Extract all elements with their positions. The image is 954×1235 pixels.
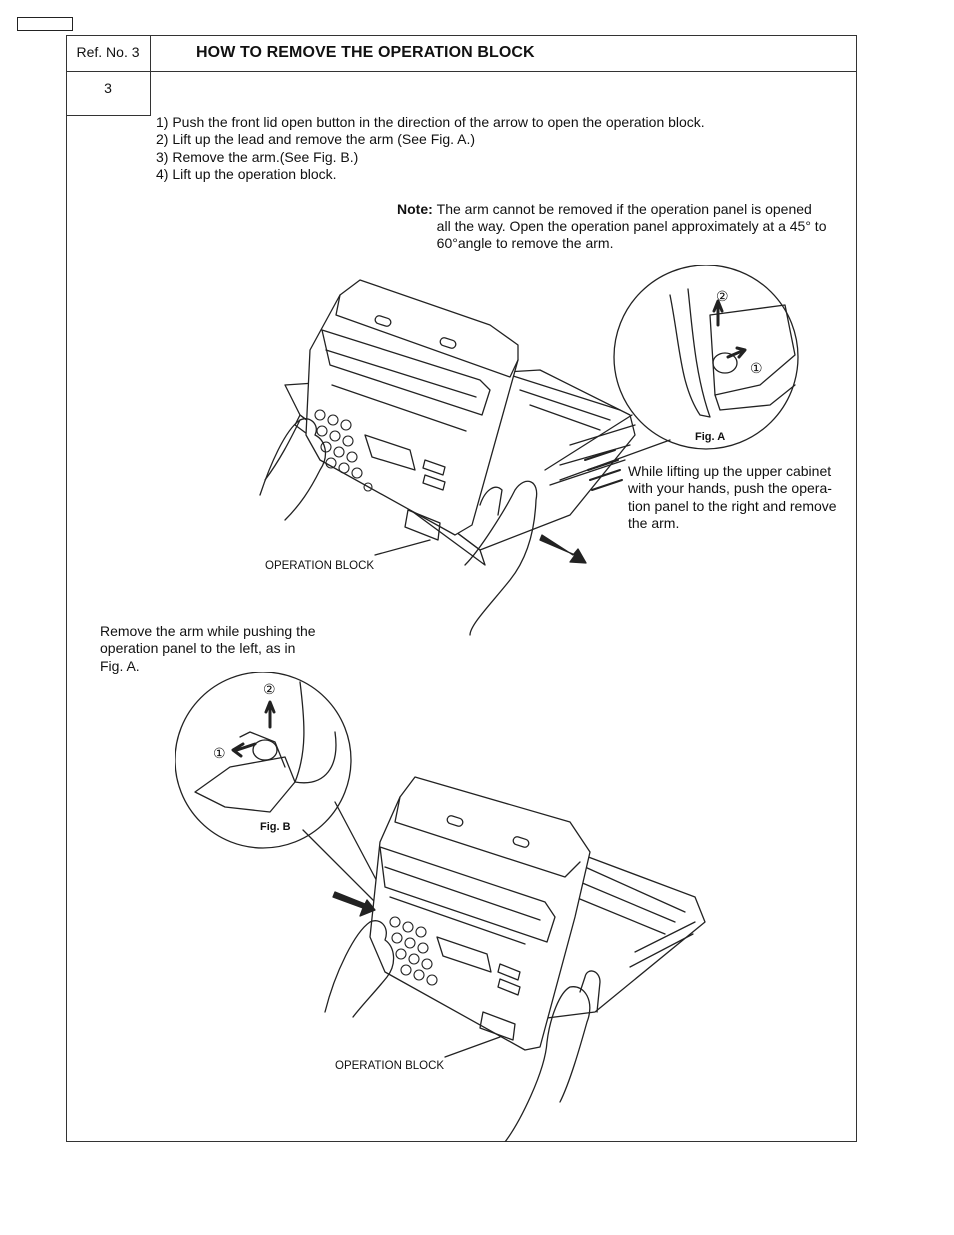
figure-b-illustration: ② ① Fig. B OPERATION BLOCK [175, 672, 706, 1142]
ref-number: 3 [104, 80, 112, 96]
operation-block-label: OPERATION BLOCK [335, 1060, 444, 1072]
fig-a-label: Fig. A [695, 431, 725, 443]
page-title: HOW TO REMOVE THE OPERATION BLOCK [196, 44, 535, 61]
header-divider [66, 71, 857, 72]
fig-b-label: Fig. B [260, 821, 291, 833]
steps-list: 1) Push the front lid open button in the… [156, 114, 705, 183]
note-line: The arm cannot be removed if the operati… [436, 201, 812, 217]
step-item: 2) Lift up the lead and remove the arm (… [156, 131, 476, 148]
ref-column-divider [150, 35, 151, 116]
step-item: 1) Push the front lid open button in the… [156, 114, 705, 130]
step-item: 4) Lift up the operation block. [156, 165, 337, 182]
note-body: The arm cannot be removed if the operati… [437, 201, 842, 252]
figure-a-caption: While lifting up the upper cabinet with … [628, 463, 837, 531]
note-label: Note: [397, 201, 433, 217]
figure-b-caption: Remove the arm while pushing the operati… [100, 623, 316, 674]
step-item: 3) Remove the arm.(See Fig. B.) [156, 148, 359, 165]
marker-1: ① [750, 360, 763, 376]
operation-block-label: OPERATION BLOCK [265, 560, 374, 572]
marker-1: ① [213, 745, 226, 761]
ref-cell-bottom [66, 115, 150, 116]
ref-label: Ref. No. 3 [76, 44, 140, 60]
marker-2: ② [716, 288, 729, 304]
procedure-frame [66, 35, 857, 1142]
note-block: Note: The arm cannot be removed if the o… [397, 201, 847, 252]
marker-2: ② [263, 681, 276, 697]
note-line: all the way. Open the operation panel ap… [436, 218, 827, 234]
note-line: 60°angle to remove the arm. [436, 235, 614, 251]
page-corner-box [17, 17, 73, 31]
figure-a-illustration: OPERATION BLOCK ② ① Fig. A [259, 265, 799, 636]
